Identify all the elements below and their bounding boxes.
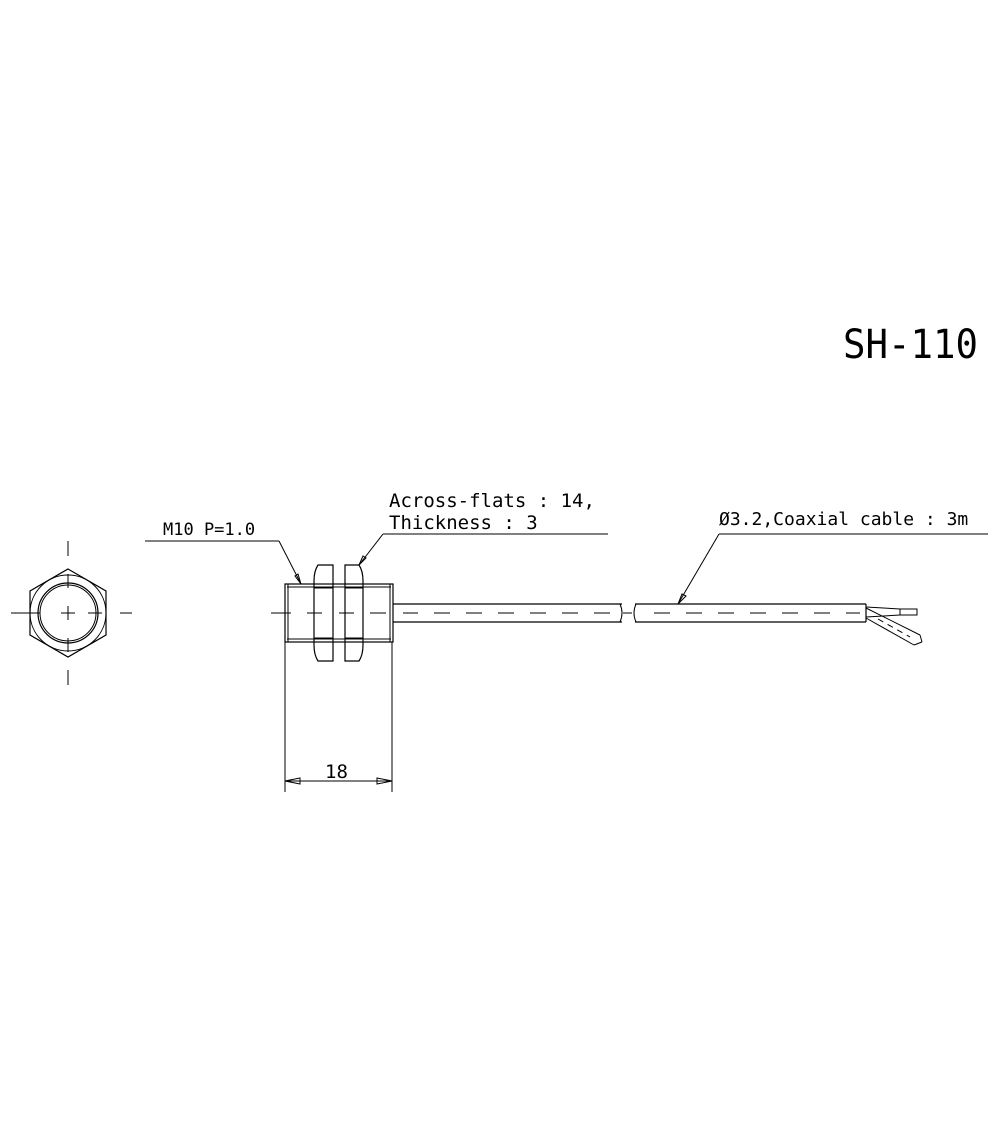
hex-nut-2 [344, 564, 364, 662]
nut-leader [358, 533, 608, 566]
cable-section-2 [633, 603, 867, 623]
thread-spec-label: M10 P=1.0 [163, 520, 255, 540]
model-title: SH-110 [843, 322, 978, 368]
threaded-body [284, 583, 394, 643]
nut-spec-line2: Thickness : 3 [389, 512, 538, 534]
cable-section-1 [393, 603, 632, 623]
end-view-hex [11, 541, 132, 685]
nut-spec-line1: Across-flats : 14, [389, 490, 595, 512]
cable-leader [677, 533, 988, 605]
thread-leader [145, 540, 302, 585]
hex-nut-1 [313, 564, 334, 662]
cable-spec-label: Ø3.2,Coaxial cable : 3m [719, 509, 968, 530]
dimension-value: 18 [325, 761, 348, 783]
dimension-18 [284, 642, 393, 792]
cable-wire-ends [865, 606, 923, 646]
